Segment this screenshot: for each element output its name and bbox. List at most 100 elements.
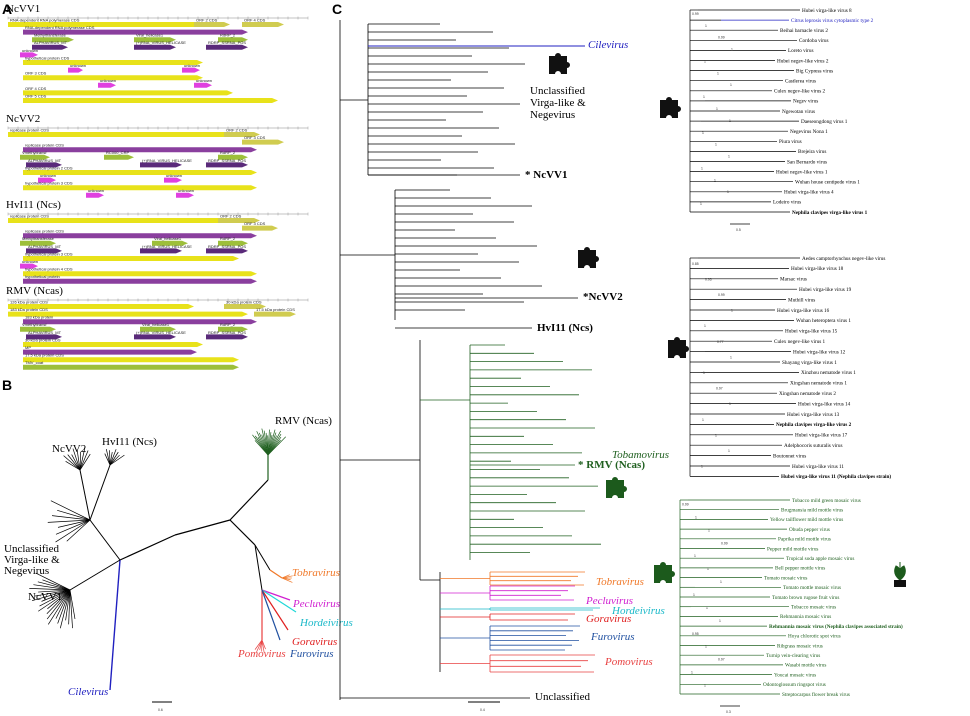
tree-branch xyxy=(69,589,73,629)
cds-label: Vmethyltransf xyxy=(22,150,47,155)
cds-label: 183 kDa protein CDS xyxy=(10,307,48,312)
cds-label: Viral_helicase1 xyxy=(136,33,164,38)
cds-label: ORF 4 CDS xyxy=(244,17,266,22)
support-value: 0.99 xyxy=(682,502,689,506)
leaf-label: Nephila clavipes virga-like virus 1 xyxy=(792,210,868,216)
support-value: 1 xyxy=(704,684,706,688)
leaf-label: Loreto virus xyxy=(788,48,814,54)
cds-label: ORF 2 CDS xyxy=(226,127,248,132)
c-label-rmv: * RMV (Ncas) xyxy=(578,459,645,471)
support-value: 1 xyxy=(715,433,717,437)
cds-label: hypothetical protein 4 CDS xyxy=(25,267,73,272)
puzzle-icon xyxy=(606,477,627,498)
leaf-label: Lodeiro virus xyxy=(773,200,801,206)
tree-branch xyxy=(39,589,71,607)
leaf-label: Piura virus xyxy=(779,139,802,145)
leaf-label: Castlerea virus xyxy=(785,79,816,85)
leaf-label: Xinzhou nematode virus 1 xyxy=(801,370,856,376)
cds-arrow xyxy=(68,67,83,73)
cds-label: Viral_helicase1 xyxy=(142,322,170,327)
genome-title: NcVV1 xyxy=(6,3,40,15)
cds-label: Methyltransferase xyxy=(34,33,67,38)
panel-label-c: C xyxy=(332,1,342,17)
leaf-label: Hubei virga-like virus 11 xyxy=(792,464,844,470)
cds-arrow xyxy=(218,326,248,332)
leaf-label: Hubei negev-like virus 2 xyxy=(777,58,829,64)
cds-arrow xyxy=(8,304,194,309)
support-value: 0.85 xyxy=(692,262,699,266)
tree-branch xyxy=(254,639,263,650)
tree-branch xyxy=(261,589,281,641)
cds-label: RNA-dependent RNA polymerase CDS xyxy=(25,25,95,30)
tree-branch xyxy=(89,519,121,561)
cds-arrow xyxy=(38,177,56,183)
cds-arrow xyxy=(20,326,56,332)
cds-label: (+)RNA_VIRUS_HELICASE xyxy=(136,330,186,335)
cds-arrow xyxy=(20,240,56,246)
c-label-cilevirus: Cilevirus xyxy=(588,39,628,51)
cds-label: RNA-dependent RNA polymerase CDS xyxy=(10,17,80,22)
b-label-unclass-1: Unclassified xyxy=(4,543,59,555)
support-value: 1 xyxy=(716,107,718,111)
support-value: 1 xyxy=(703,95,705,99)
tree-branch xyxy=(105,448,111,466)
support-value: 1 xyxy=(700,202,702,206)
support-value: 1 xyxy=(728,449,730,453)
tree-branch xyxy=(267,436,287,456)
leaf-label: San Bernardo virus xyxy=(787,159,827,165)
cds-label: (+)RNA_VIRUS_HELICASE xyxy=(142,158,192,163)
cds-label: unknown xyxy=(40,173,56,178)
tree-branch xyxy=(41,589,71,602)
c-label-unclassified: Unclassified xyxy=(535,691,590,703)
leaf-label: Culex negev-like virus 2 xyxy=(774,89,826,95)
cds-label: hypothetical protein xyxy=(25,274,60,279)
c-label-goravirus: Goravirus xyxy=(586,613,631,625)
cds-arrow xyxy=(23,319,257,325)
tree-branch xyxy=(35,572,71,591)
tree-branch xyxy=(89,464,111,521)
leaf-label: Hubei virga-like virus 16 xyxy=(777,308,830,314)
tree-branch xyxy=(254,544,263,591)
cds-label: unknown xyxy=(166,173,182,178)
tree-branch xyxy=(109,451,113,466)
leaf-label: Tomato brown rugose fruit virus xyxy=(772,594,839,601)
genome-title: HvI11 (Ncs) xyxy=(6,199,61,211)
cds-arrow xyxy=(206,248,248,254)
cds-label: hypothetical protein CDS xyxy=(25,55,70,60)
leaf-label: Aedes camptorhynchus negev-like virus xyxy=(802,256,885,262)
cds-arrow xyxy=(104,154,134,160)
c-label-ncvv2: *NcVV2 xyxy=(583,291,623,303)
leaf-label: Rehmannia mosaic virus (Nephila clavipes… xyxy=(769,623,903,630)
plant-icon xyxy=(894,562,906,587)
leaf-label: Yellow tailflower mild mottle virus xyxy=(770,516,843,523)
cds-arrow xyxy=(26,248,62,254)
cds-arrow xyxy=(8,311,248,317)
cds-label: replicase protein CDS xyxy=(10,127,49,132)
tree-branch xyxy=(79,469,91,521)
cds-arrow xyxy=(194,22,230,27)
tree-branch xyxy=(79,451,82,471)
leaf-label: Boutonnet virus xyxy=(773,453,806,459)
tree-branch xyxy=(46,589,71,615)
cds-label: 17.5 kDa protein CDS xyxy=(25,353,64,358)
leaf-label: Beihai barnacle virus 2 xyxy=(780,28,828,34)
tree-branch xyxy=(51,515,91,521)
cds-label: unknown xyxy=(22,259,38,264)
cds-arrow xyxy=(86,192,104,198)
tree-branch xyxy=(38,589,71,593)
leaf-label: Ngewotan virus xyxy=(782,109,815,115)
c-label-furovirus: Furovirus xyxy=(590,631,635,643)
cds-arrow xyxy=(218,240,248,246)
tree-branch xyxy=(281,575,293,579)
cds-arrow xyxy=(8,132,248,137)
cds-label: (+)RNA_VIRUS_HELICASE xyxy=(136,40,186,45)
b-label-hvi11: HvI11 (Ncs) xyxy=(102,436,157,448)
tree-branch xyxy=(71,454,81,471)
tree-branch xyxy=(67,454,81,471)
cds-arrow xyxy=(224,304,266,309)
cds-arrow xyxy=(26,334,62,340)
support-value: 0.99 xyxy=(692,12,699,16)
leaf-label: Hubei virga-like virus 11 (Nephila clavi… xyxy=(781,473,891,480)
tree-branch xyxy=(31,589,71,602)
support-value: 1 xyxy=(705,645,707,649)
